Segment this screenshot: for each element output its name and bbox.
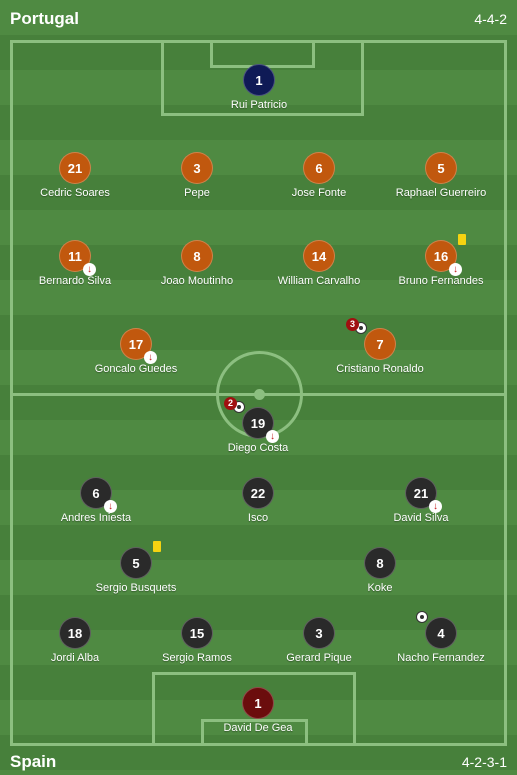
away-team-header: Spain 4-2-3-1 [0,749,517,775]
player-marker[interactable]: 11 ↓ Bernardo Silva [15,240,135,287]
player-name: Jose Fonte [291,187,347,199]
sub-off-arrow-icon: ↓ [83,263,96,276]
player-marker[interactable]: 8 Joao Moutinho [137,240,257,287]
player-name: Cristiano Ronaldo [336,363,424,375]
shirt-number-badge: 15 [181,617,213,649]
player-name: Raphael Guerreiro [395,187,487,199]
player-name: Goncalo Guedes [94,363,178,375]
sub-off-arrow-icon: ↓ [104,500,117,513]
sub-off-arrow-icon: ↓ [144,351,157,364]
player-name: Bernardo Silva [38,275,112,287]
player-marker[interactable]: 3 Gerard Pique [259,617,379,664]
player-marker[interactable]: 3 Pepe [137,152,257,199]
player-marker[interactable]: 16 ↓ Bruno Fernandes [381,234,501,287]
shirt-number-badge: 3 [303,617,335,649]
shirt-number-badge: 21 ↓ [405,477,442,513]
shirt-number: 6 [92,486,100,501]
home-formation: 4-4-2 [474,11,507,27]
bottom-goal-area [201,719,308,746]
player-marker[interactable]: 22 Isco [198,477,318,524]
player-marker[interactable]: 21 ↓ David Silva [361,477,481,524]
shirt-number-badge: 21 [59,152,91,184]
shirt-number-badge: 1 [243,64,275,96]
player-name: Sergio Ramos [162,652,232,664]
shirt-number-badge: 7 3 [346,318,396,360]
goal-count-badge: 3 [346,318,359,331]
player-name: David De Gea [223,722,293,734]
player-name: Jordi Alba [50,652,100,664]
player-marker[interactable]: 5 Sergio Busquets [76,541,196,594]
player-name: William Carvalho [277,275,361,287]
shirt-number-badge: 6 ↓ [80,477,117,513]
home-team-header: Portugal 4-4-2 [0,0,517,38]
player-marker[interactable]: 6 Jose Fonte [259,152,379,199]
home-team-name: Portugal [10,9,79,28]
player-marker[interactable]: 6 ↓ Andres Iniesta [36,477,156,524]
shirt-number: 19 [250,416,266,431]
player-marker[interactable]: 4 Nacho Fernandez [381,611,501,664]
player-marker[interactable]: 8 Koke [320,547,440,594]
shirt-number: 11 [68,249,82,264]
player-name: Isco [247,512,269,524]
shirt-number-badge: 5 [120,541,161,579]
shirt-number: 17 [128,337,144,352]
player-name: Joao Moutinho [160,275,234,287]
soccer-ball-icon [416,611,428,623]
away-team-name: Spain [10,752,57,771]
shirt-number: 7 [376,337,384,352]
player-name: Pepe [184,187,210,199]
player-name: Koke [367,582,393,594]
player-marker[interactable]: 19 2 ↓ Diego Costa [198,397,318,454]
shirt-number-badge: 14 [303,240,335,272]
shirt-number-badge: 19 2 ↓ [224,397,279,443]
sub-off-arrow-icon: ↓ [429,500,442,513]
player-marker[interactable]: 17 ↓ Goncalo Guedes [76,328,196,375]
player-name: Cedric Soares [40,187,110,199]
shirt-number-badge: 1 [242,687,274,719]
shirt-number: 5 [132,556,140,571]
player-name: Rui Patricio [230,99,288,111]
shirt-number: 4 [437,626,445,641]
shirt-number-badge: 6 [303,152,335,184]
shirt-number: 21 [413,486,429,501]
player-marker[interactable]: 5 Raphael Guerreiro [381,152,501,199]
shirt-number-badge: 17 ↓ [120,328,157,364]
shirt-number-badge: 22 [242,477,274,509]
player-name: David Silva [393,512,449,524]
shirt-number-badge: 18 [59,617,91,649]
shirt-number-badge: 3 [181,152,213,184]
player-name: Gerard Pique [286,652,352,664]
player-name: Sergio Busquets [95,582,177,594]
player-name: Andres Iniesta [60,512,132,524]
shirt-number-badge: 8 [181,240,213,272]
player-marker[interactable]: 1 David De Gea [198,687,318,734]
shirt-number-badge: 4 [416,611,457,649]
player-marker[interactable]: 1 Rui Patricio [199,64,319,111]
shirt-number-badge: 5 [425,152,457,184]
player-marker[interactable]: 18 Jordi Alba [15,617,135,664]
player-marker[interactable]: 14 William Carvalho [259,240,379,287]
player-name: Diego Costa [227,442,289,454]
shirt-number-badge: 11 ↓ [59,240,96,276]
sub-off-arrow-icon: ↓ [449,263,462,276]
center-spot [254,389,265,400]
player-name: Nacho Fernandez [397,652,485,664]
shirt-number-badge: 16 ↓ [425,234,466,276]
player-marker[interactable]: 7 3 Cristiano Ronaldo [320,318,440,375]
player-marker[interactable]: 15 Sergio Ramos [137,617,257,664]
player-marker[interactable]: 21 Cedric Soares [15,152,135,199]
shirt-number: 16 [433,249,449,264]
goal-count-badge: 2 [224,397,237,410]
away-formation: 4-2-3-1 [461,754,507,770]
sub-off-arrow-icon: ↓ [266,430,279,443]
player-name: Bruno Fernandes [398,275,484,287]
shirt-number-badge: 8 [364,547,396,579]
yellow-card-icon [153,541,161,552]
yellow-card-icon [458,234,466,245]
